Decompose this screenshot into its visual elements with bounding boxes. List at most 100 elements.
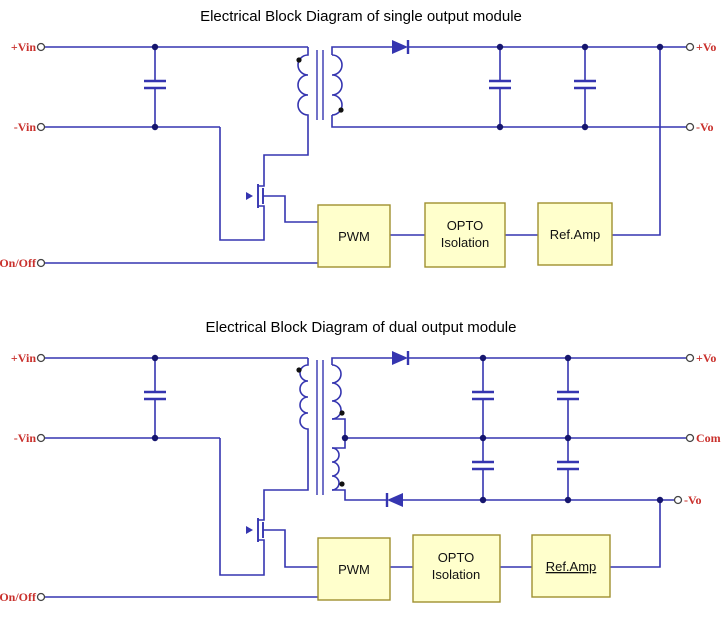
opto-block-label-line2: Isolation: [441, 235, 489, 250]
secondary-2-winding: [331, 447, 340, 491]
junction-dot: [564, 354, 572, 362]
mosfet-body-arrow: [246, 192, 253, 200]
opto-block-label-line1: OPTO: [438, 550, 475, 565]
junction-dot: [564, 434, 572, 442]
ref-amp-block: Ref.Amp: [531, 534, 611, 598]
single-diagram-title: Electrical Block Diagram of single outpu…: [200, 8, 522, 25]
secondary-winding: [331, 54, 343, 116]
vo-neg-label: -Vo: [684, 493, 702, 507]
diode-triangle: [392, 40, 408, 54]
negative-output-diode: [385, 493, 403, 507]
output-capacitor-2: [574, 47, 596, 127]
mosfet-gate-wire: [263, 529, 318, 568]
opto-block-box: [412, 534, 501, 603]
ref-amp-block-label: Ref.Amp: [546, 559, 597, 574]
transformer: [258, 46, 686, 187]
secondary-2-bottom-lead: [332, 489, 387, 501]
pwm-block: PWM: [317, 537, 391, 601]
output-capacitor-bank-2-plates: [557, 390, 579, 471]
pwm-block-label: PWM: [338, 562, 370, 577]
dual-output-diagram: Electrical Block Diagram of dual output …: [0, 319, 721, 604]
mosfet-source-wire: [219, 127, 265, 241]
on-off-terminal: [36, 592, 46, 602]
on-off-label: On/Off: [0, 256, 37, 270]
vin-pos-label: +Vin: [11, 351, 36, 365]
junction-dot: [151, 43, 159, 51]
output-capacitor-bank-1: [472, 358, 494, 500]
secondary-1-winding: [331, 364, 342, 420]
input-capacitor-plates: [144, 79, 166, 90]
mosfet: [219, 438, 318, 576]
pwm-block-box: [317, 537, 391, 601]
junction-dot: [656, 43, 664, 51]
vin-pos-label: +Vin: [11, 40, 36, 54]
dual-diagram-title: Electrical Block Diagram of dual output …: [206, 319, 517, 336]
feedback-sense-wire: [610, 500, 661, 568]
vin-pos-terminal: [36, 353, 46, 363]
opto-block-label-line1: OPTO: [447, 218, 484, 233]
secondary-phase-dot: [338, 107, 344, 113]
output-capacitor-2-plates: [574, 79, 596, 90]
vin-pos-terminal: [36, 42, 46, 52]
input-capacitor: [144, 358, 166, 438]
primary-winding-wire: [258, 358, 309, 521]
junction-dot: [341, 434, 349, 442]
mosfet-source-wire: [219, 438, 265, 576]
vo-neg-label: -Vo: [696, 120, 714, 134]
vin-neg-label: -Vin: [14, 120, 37, 134]
junction-dot: [656, 496, 664, 504]
primary-phase-dot: [296, 367, 302, 373]
vo-neg-terminal: [685, 122, 695, 132]
com-label: Com: [696, 431, 721, 445]
secondary-2-phase-dot: [339, 481, 345, 487]
junction-dot: [496, 43, 504, 51]
junction-dot: [479, 496, 487, 504]
transformer-core: [316, 360, 324, 495]
junction-dot: [151, 354, 159, 362]
ref-amp-block: Ref.Amp: [537, 202, 613, 266]
junction-dot: [581, 43, 589, 51]
output-diode: [392, 40, 410, 54]
junction-dot: [564, 496, 572, 504]
opto-block-box: [424, 202, 506, 268]
on-off-terminal: [36, 258, 46, 268]
opto-isolation-block: OPTO Isolation: [424, 202, 506, 268]
vin-neg-terminal: [36, 433, 46, 443]
mosfet: [219, 127, 318, 241]
vo-pos-terminal: [685, 42, 695, 52]
com-terminal: [685, 433, 695, 443]
output-capacitor-bank-2: [557, 358, 579, 500]
junction-dot: [479, 434, 487, 442]
output-capacitor-1-plates: [489, 79, 511, 90]
ref-amp-block-box: [537, 202, 613, 266]
vo-pos-label: +Vo: [696, 351, 716, 365]
output-capacitor-bank-1-plates: [472, 390, 494, 471]
feedback-sense-wire: [612, 47, 661, 236]
vo-pos-terminal: [685, 353, 695, 363]
transformer: [258, 357, 392, 521]
secondary-leads-wire: [331, 46, 686, 128]
pwm-block: PWM: [317, 204, 391, 268]
on-off-label: On/Off: [0, 590, 37, 604]
junction-dot: [496, 123, 504, 131]
junction-dot: [479, 354, 487, 362]
output-capacitor-1: [489, 47, 511, 127]
ref-amp-block-label: Ref.Amp: [550, 227, 601, 242]
pwm-block-label: PWM: [338, 229, 370, 244]
junction-dot: [151, 123, 159, 131]
pwm-block-box: [317, 204, 391, 268]
opto-isolation-block: OPTO Isolation: [412, 534, 501, 603]
mosfet-gate-wire: [263, 195, 318, 223]
opto-block-label-line2: Isolation: [432, 567, 480, 582]
diode-triangle: [392, 351, 408, 365]
input-capacitor-plates: [144, 390, 166, 401]
vo-neg-terminal: [673, 495, 683, 505]
center-tap-wire: [332, 418, 346, 449]
input-capacitor: [144, 47, 166, 127]
junction-dot: [581, 123, 589, 131]
single-output-diagram: Electrical Block Diagram of single outpu…: [0, 8, 716, 270]
vin-neg-terminal: [36, 122, 46, 132]
diode-triangle: [387, 493, 403, 507]
